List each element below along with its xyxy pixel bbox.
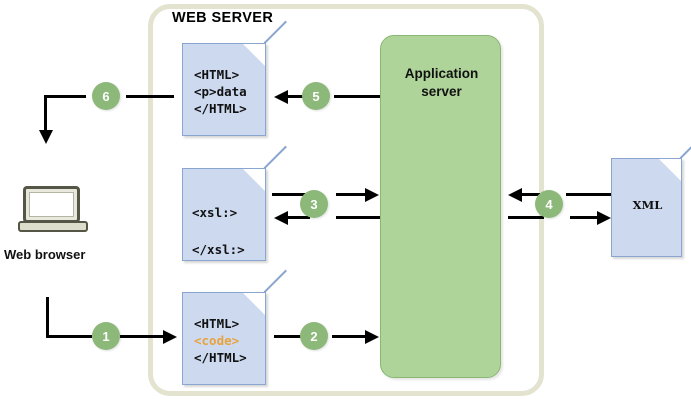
laptop-icon — [18, 186, 88, 234]
xsl-document-text: <xsl:> </xsl:> — [192, 194, 245, 268]
arrow-6-line-left — [44, 95, 86, 98]
step-marker-3[interactable]: 3 — [300, 190, 328, 218]
arrow-6-line-vertical — [44, 95, 47, 133]
web-browser-label: Web browser — [4, 247, 86, 262]
arrow-1-line-left — [46, 335, 92, 338]
arrow-2-line-right — [332, 335, 366, 338]
xsl-document: <xsl:> </xsl:> — [182, 145, 287, 261]
page-fold-icon — [243, 44, 265, 66]
page-fold-icon — [243, 293, 265, 315]
arrow-4-bottom-head — [597, 210, 611, 225]
arrow-1-head — [163, 329, 177, 344]
arrow-5-line-left — [288, 95, 312, 98]
html-input-document-text: <HTML> <code> </HTML> — [194, 315, 247, 366]
arrow-4-top-line-left — [522, 193, 540, 196]
step-marker-1[interactable]: 1 — [92, 322, 120, 350]
arrow-2-line-left — [274, 335, 304, 338]
step-marker-4[interactable]: 4 — [535, 190, 563, 218]
html-output-document-text: <HTML> <p>data </HTML> — [194, 66, 247, 117]
web-server-title: WEB SERVER — [172, 10, 274, 26]
step-marker-2[interactable]: 2 — [300, 322, 328, 350]
arrow-3-top-line-right — [336, 193, 366, 196]
xml-document: XML — [611, 135, 691, 257]
html-output-line-2: <p>data — [194, 84, 247, 99]
step-marker-6[interactable]: 6 — [92, 82, 120, 110]
arrow-4-top-head — [508, 187, 522, 202]
arrow-3-bottom-line-left — [288, 216, 310, 219]
laptop-lid-icon — [23, 186, 80, 223]
laptop-screen-icon — [29, 192, 74, 217]
arrow-4-bottom-line-left — [508, 216, 544, 219]
arrow-3-top-line-left — [272, 193, 308, 196]
arrow-1-line-right — [120, 335, 164, 338]
arrow-4-top-line-right — [566, 193, 611, 196]
html-output-line-3: </HTML> — [194, 101, 247, 116]
html-output-line-1: <HTML> — [194, 67, 240, 82]
arrow-1-line-vertical — [46, 297, 49, 338]
arrow-5-line-right — [334, 95, 380, 98]
html-input-document: <HTML> <code> </HTML> — [182, 269, 287, 385]
arrow-3-bottom-line-right — [336, 216, 380, 219]
page-fold-icon — [243, 169, 265, 191]
html-input-line-3: </HTML> — [194, 350, 247, 365]
step-marker-5[interactable]: 5 — [302, 82, 330, 110]
page-fold-icon — [659, 159, 681, 181]
html-output-document: <HTML> <p>data </HTML> — [182, 20, 287, 136]
arrow-3-bottom-head — [274, 210, 288, 225]
html-input-code-line: <code> — [194, 333, 240, 348]
arrow-2-head — [365, 329, 379, 344]
arrow-5-head — [274, 89, 288, 104]
html-input-line-1: <HTML> — [194, 316, 240, 331]
laptop-base-icon — [18, 221, 88, 232]
xsl-line-1: <xsl:> — [192, 205, 238, 220]
arrow-6-head — [38, 130, 53, 144]
arrow-3-top-head — [365, 187, 379, 202]
arrow-6-line-right — [126, 95, 174, 98]
xml-document-label: XML — [632, 198, 663, 212]
page-fold-edge-icon — [679, 135, 691, 159]
xsl-line-2: </xsl:> — [192, 242, 245, 257]
arrow-4-bottom-line-right — [570, 216, 598, 219]
